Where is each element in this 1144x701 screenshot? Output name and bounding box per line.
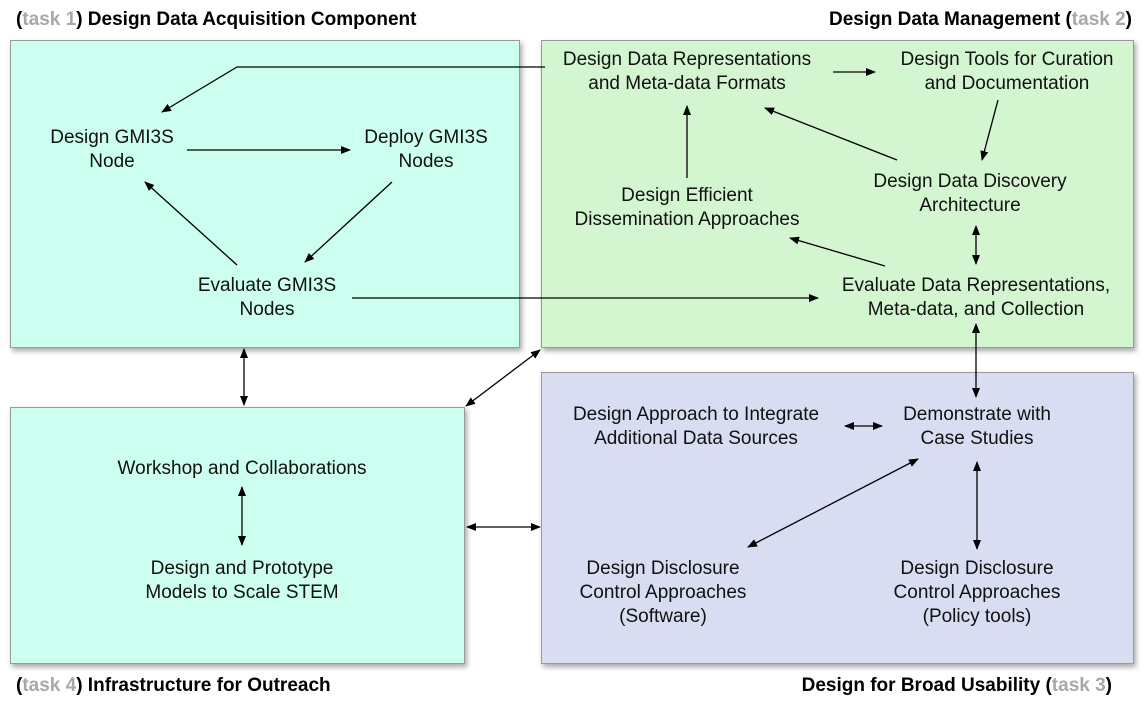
node-workshop: Workshop and Collaborations [117, 458, 367, 479]
task1-title: (task 1) Design Data Acquisition Compone… [16, 9, 417, 30]
node-evaluate-representations: Evaluate Data Representations,Meta-data,… [841, 275, 1111, 320]
task1-box [10, 40, 520, 348]
task3-title: Design for Broad Usability (task 3) [801, 675, 1112, 696]
arrow-deploy-to-evaluate [304, 181, 393, 263]
arrow-discovery-to-representations [764, 107, 898, 161]
task2-title: Design Data Management (task 2) [828, 9, 1132, 30]
arrow-evaluate-to-design [144, 181, 238, 266]
task2-box [541, 40, 1134, 348]
task3-number: task 3 [1051, 675, 1106, 696]
task4-number: task 4 [22, 675, 77, 696]
arrow-case-studies-disclosure-software [747, 458, 919, 548]
task4-title: (task 4) Infrastructure for Outreach [16, 675, 331, 696]
arrow-curation-to-discovery [980, 99, 999, 161]
task1-number: task 1 [22, 9, 77, 30]
task4-box [10, 407, 465, 664]
arrow-representations-to-design [161, 66, 545, 113]
arrow-task2-task4 [465, 349, 541, 407]
task2-number: task 2 [1071, 9, 1126, 30]
arrow-evaluate-to-dissemination [789, 236, 886, 267]
